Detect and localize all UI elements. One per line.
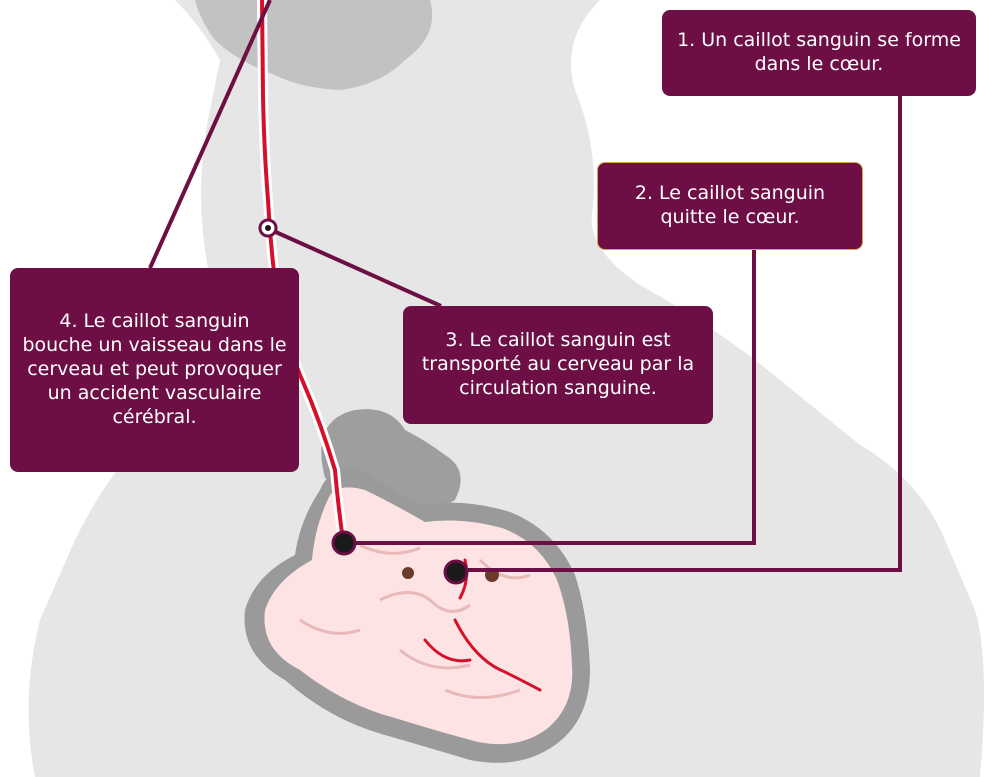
callout-step-1: 1. Un caillot sanguin se forme dans le c… xyxy=(662,10,976,96)
callout-step-3: 3. Le caillot sanguin est transporté au … xyxy=(403,306,713,424)
callout-step-2: 2. Le caillot sanguin quitte le cœur. xyxy=(597,162,863,250)
marker-clot-forming xyxy=(445,561,467,583)
marker-clot-leaving xyxy=(333,532,355,554)
callout-step-1-text: 1. Un caillot sanguin se forme dans le c… xyxy=(674,29,964,77)
callout-step-4: 4. Le caillot sanguin bouche un vaisseau… xyxy=(10,268,299,472)
callout-step-2-text: 2. Le caillot sanguin quitte le cœur. xyxy=(610,182,850,230)
callout-step-3-text: 3. Le caillot sanguin est transporté au … xyxy=(415,329,701,401)
clot-in-heart-a xyxy=(402,567,414,579)
marker-clot-travelling-core xyxy=(265,225,271,231)
callout-step-4-text: 4. Le caillot sanguin bouche un vaisseau… xyxy=(22,310,287,430)
